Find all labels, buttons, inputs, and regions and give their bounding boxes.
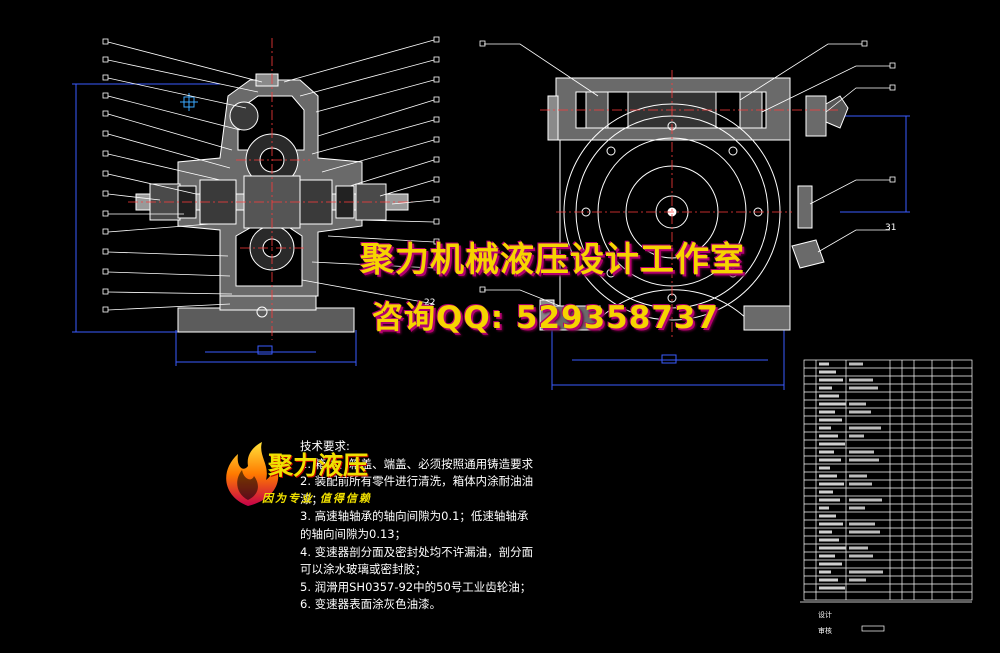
requirement-line: 1. 箱体、箱盖、端盖、必须按照通用铸造要求 bbox=[300, 456, 534, 471]
watermark-contact: 咨询QQ: 529358737 bbox=[372, 300, 720, 336]
requirement-line: 漆； bbox=[300, 491, 323, 506]
requirement-line: 可以涂水玻璃或密封胶； bbox=[300, 562, 427, 577]
requirement-line: 5. 润滑用SH0357-92中的50号工业齿轮油； bbox=[300, 579, 532, 594]
left-dimension-lines bbox=[72, 83, 357, 366]
right-dimension-lines bbox=[551, 115, 910, 390]
left-leader-tags bbox=[102, 36, 440, 313]
right-side-view bbox=[539, 70, 910, 390]
parts-list-table bbox=[800, 359, 973, 632]
logo-name: 聚力液压 bbox=[268, 451, 369, 480]
requirement-line: 2. 装配前所有零件进行清洗，箱体内涂耐油油 bbox=[300, 474, 534, 489]
requirement-line: 4. 变速器剖分面及密封处均不许漏油，剖分面 bbox=[300, 544, 534, 559]
requirement-line: 的轴向间隙为0.13； bbox=[300, 526, 407, 541]
balloon-label-22: 22 bbox=[424, 298, 436, 308]
technical-requirements: 技术要求: 1. 箱体、箱盖、端盖、必须按照通用铸造要求 2. 装配前所有零件进… bbox=[300, 438, 600, 614]
balloon-label-31: 31 bbox=[885, 223, 897, 233]
table-footer-review: 审核 bbox=[818, 627, 832, 635]
watermark-studio-name: 聚力机械液压设计工作室 bbox=[360, 240, 745, 280]
requirement-line: 3. 高速轴轴承的轴向间隙为0.1；低速轴轴承 bbox=[300, 509, 529, 524]
requirement-line: 6. 变速器表面涂灰色油漆。 bbox=[300, 597, 442, 612]
right-leader-lines bbox=[484, 43, 890, 307]
flame-icon bbox=[226, 442, 279, 506]
left-section-view bbox=[72, 38, 416, 366]
left-leader-lines bbox=[107, 39, 435, 311]
table-footer-design: 设计 bbox=[818, 611, 832, 619]
requirements-heading: 技术要求: bbox=[300, 439, 350, 453]
logo-slogan: 因为专业 值得信赖 bbox=[262, 492, 372, 505]
